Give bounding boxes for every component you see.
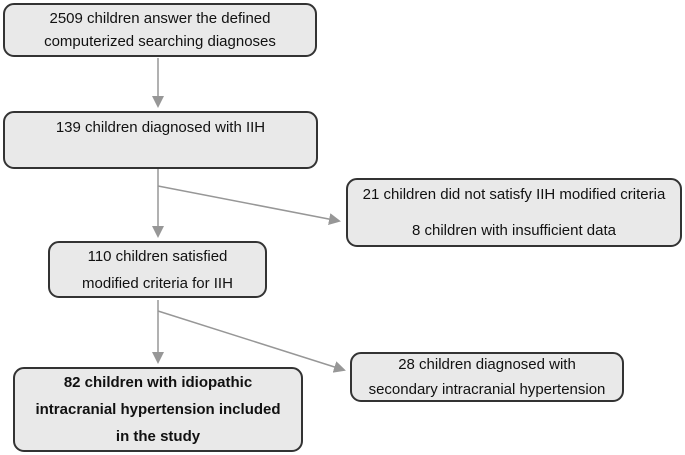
box-text-line: intracranial hypertension included [35,401,281,418]
arrow-satisfied-to-secondary [157,310,346,373]
box-text-line: 139 children diagnosed with IIH [55,119,266,136]
box-excluded-criteria: 21 children did not satisfy IIH modified… [346,178,682,247]
box-text-line: 28 children diagnosed with [398,356,576,373]
box-text-line: 8 children with insufficient data [411,221,616,239]
box-text-line: 82 children with idiopathic [63,374,253,391]
box-satisfied-criteria: 110 children satisfied modified criteria… [48,241,267,298]
box-text-line: 21 children did not satisfy IIH modified… [362,185,666,203]
box-included-study: 82 children with idiopathic intracranial… [13,367,303,452]
box-screened: 2509 children answer the defined compute… [3,3,317,57]
arrow-diagnosed-to-excluded [157,185,341,225]
box-text-line: 110 children satisfied [87,247,228,265]
box-text-line: computerized searching diagnoses [44,33,276,50]
box-text-line: modified criteria for IIH [82,274,233,292]
box-text-line: in the study [115,428,201,445]
box-diagnosed-iih: 139 children diagnosed with IIH [3,111,318,169]
box-secondary-hypertension: 28 children diagnosed with secondary int… [350,352,624,402]
box-text-line: 2509 children answer the defined [49,10,271,27]
box-text-line: secondary intracranial hypertension [368,381,606,398]
